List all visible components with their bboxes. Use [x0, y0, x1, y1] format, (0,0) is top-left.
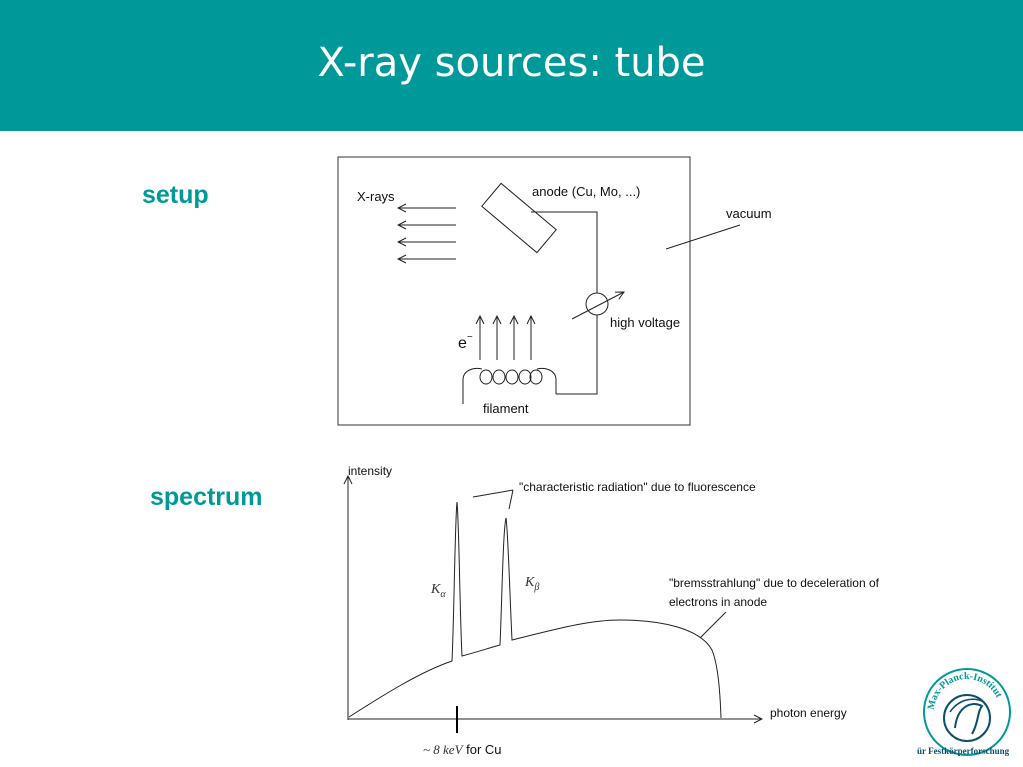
- setup-diagram: X-rays anode (Cu, Mo, ...) high voltage …: [337, 156, 772, 426]
- header-bar: X-ray sources: tube: [0, 0, 1023, 131]
- xrays-label: X-rays: [357, 189, 395, 204]
- spectrum-diagram: intensity photon energy Kα Kβ "character…: [348, 464, 880, 757]
- slide-title: X-ray sources: tube: [317, 40, 706, 86]
- voltage-source-icon: [585, 292, 609, 316]
- characteristic-label: "characteristic radiation" due to fluore…: [519, 480, 756, 494]
- characteristic-pointer-1: [472, 489, 514, 498]
- x-axis-label: photon energy: [770, 706, 847, 720]
- spectrum-curve: [348, 501, 722, 719]
- y-axis-label: intensity: [348, 464, 392, 478]
- bremsstrahlung-label-line1: "bremsstrahlung" due to deceleration of: [669, 576, 880, 590]
- setup-label: setup: [142, 181, 209, 209]
- filament-coil-icon: [479, 369, 543, 385]
- spectrum-label: spectrum: [150, 483, 263, 511]
- xray-arrows: [398, 208, 456, 259]
- filament-wire: [462, 367, 557, 404]
- logo-ring: [923, 668, 1011, 756]
- vacuum-chamber: [337, 156, 691, 426]
- characteristic-pointer-2: [508, 489, 514, 510]
- k-beta-label: Kβ: [524, 575, 539, 593]
- variable-arrow-icon: [571, 292, 624, 320]
- high-voltage-label: high voltage: [610, 315, 680, 330]
- vacuum-label: vacuum: [726, 206, 772, 221]
- electron-label: e−: [458, 332, 473, 352]
- anode-label: anode (Cu, Mo, ...): [532, 184, 640, 199]
- anode-block: [481, 182, 557, 254]
- bremsstrahlung-label-line2: electrons in anode: [669, 595, 767, 609]
- vacuum-pointer: [665, 224, 741, 250]
- bremsstrahlung-pointer: [699, 611, 727, 639]
- logo-footer-text: ür Festkörperforschung: [917, 746, 1010, 756]
- k-alpha-label: Kα: [430, 582, 446, 600]
- institute-logo: Max-Planck-Institut: [923, 668, 1011, 756]
- filament-label: filament: [483, 401, 529, 416]
- electron-arrows: [480, 316, 531, 360]
- cu-energy-label: ~ 8 keV for Cu: [423, 742, 502, 757]
